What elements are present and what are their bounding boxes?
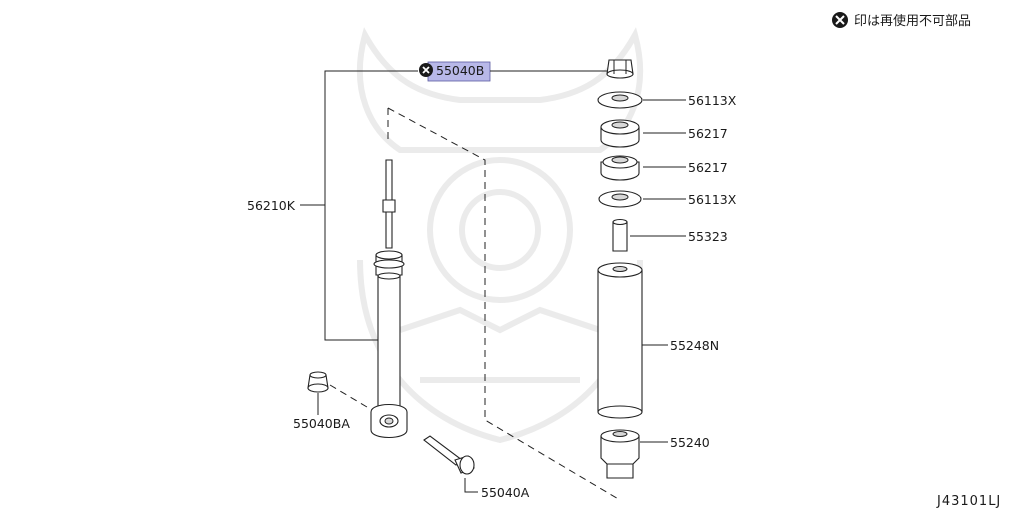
label-56217-top[interactable]: 56217 [688,126,728,141]
part-washer-56113X-top[interactable] [597,91,643,109]
part-nut-55040B[interactable] [606,59,634,79]
label-55240[interactable]: 55240 [670,435,710,450]
part-number: 55040B [436,63,484,78]
part-washer-56113X-bottom[interactable] [598,190,642,208]
part-label-55040B[interactable]: 55040B [419,61,491,82]
leader-lines [300,70,686,493]
part-shock-absorber-56210K[interactable] [370,159,408,439]
label-55040A[interactable]: 55040A [481,485,530,500]
part-bushing-56217-top[interactable] [600,119,640,148]
label-56210K[interactable]: 56210K [247,198,296,213]
legend-text: 印は再使用不可部品 [854,13,971,29]
part-labels: 56113X 56217 56217 56113X 55323 56210K 5… [247,93,737,500]
label-56113X-bottom[interactable]: 56113X [688,192,737,207]
part-bushing-56217-bottom[interactable] [600,155,640,181]
part-nut-55040BA[interactable] [307,371,329,393]
label-56113X-top[interactable]: 56113X [688,93,737,108]
part-bump-stop-55240[interactable] [600,429,640,479]
label-56217-bottom[interactable]: 56217 [688,160,728,175]
diagram-code: J43101LJ [936,494,1001,509]
label-55248N[interactable]: 55248N [670,338,719,353]
x-circle-icon [832,12,848,28]
part-bolt-55040A[interactable] [423,435,475,475]
part-dust-cover-55248N[interactable] [597,262,643,419]
x-circle-icon [419,63,433,77]
part-spacer-55323[interactable] [612,218,628,252]
non-reusable-legend: 印は再使用不可部品 [832,12,971,29]
label-55040BA[interactable]: 55040BA [293,416,350,431]
label-55323[interactable]: 55323 [688,229,728,244]
assembly-dashed-lines [329,107,621,501]
